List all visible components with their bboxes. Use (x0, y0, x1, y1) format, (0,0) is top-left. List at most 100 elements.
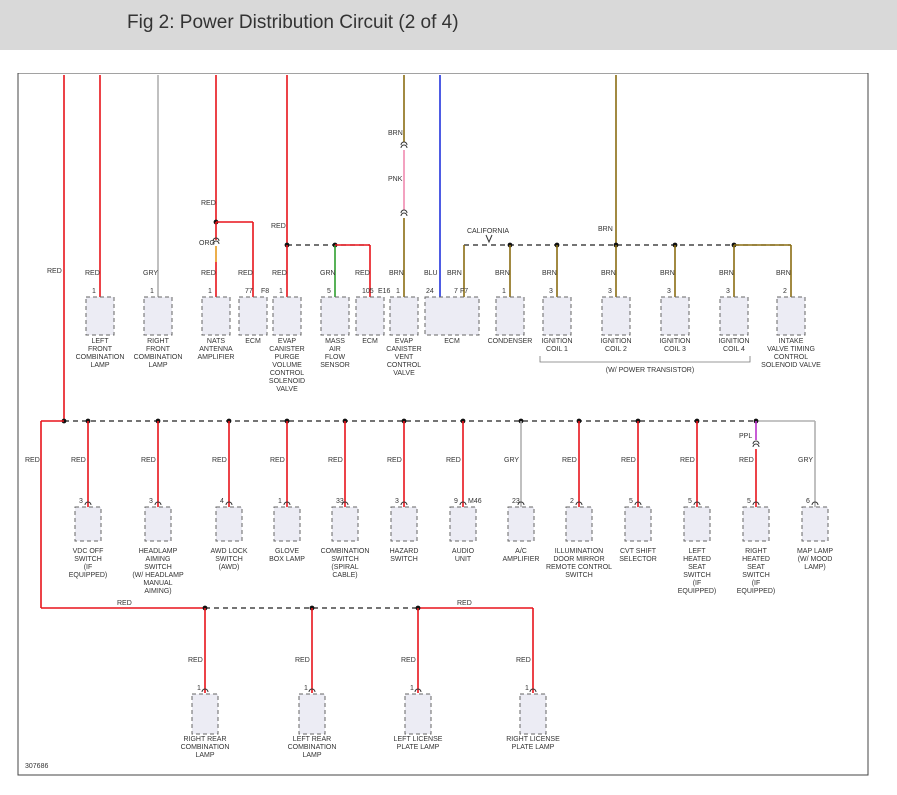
desc-r-plate-0: RIGHT LICENSE (506, 736, 560, 743)
desc-illum-2: REMOTE CONTROL (546, 564, 612, 571)
component-box-headlamp-aim (144, 506, 172, 542)
desc-lh-seat-0: LEFT (688, 548, 706, 555)
component-box-rr-comb (191, 693, 219, 735)
desc-maf-1: AIR (329, 346, 341, 353)
wire-label-vdc: RED (71, 457, 86, 464)
desc-rh-seat-4: (IF (752, 580, 761, 587)
desc-rf-comb-3: LAMP (148, 362, 167, 369)
desc-rr-comb-2: LAMP (195, 752, 214, 759)
pin-label-coil4: 3 (726, 288, 730, 295)
wire-label-lh-seat: RED (680, 457, 695, 464)
desc-coil3-1: COIL 3 (664, 346, 686, 353)
figure-header: Fig 2: Power Distribution Circuit (2 of … (0, 0, 897, 50)
wire-label-illum: RED (562, 457, 577, 464)
desc-vdc-3: EQUIPPED) (69, 572, 108, 579)
pin-label-nats: 1 (208, 288, 212, 295)
desc-ivtc-3: SOLENOID VALVE (761, 362, 821, 369)
component-box-ac-amp (507, 506, 535, 542)
wire-label-evap-vent: BRN (389, 270, 404, 277)
desc-coil3-0: IGNITION (659, 338, 690, 345)
wires-layer (40, 75, 819, 693)
desc-lh-seat-5: EQUIPPED) (678, 588, 717, 595)
diagram-frame (0, 50, 897, 776)
wire-label-map: GRY (798, 457, 813, 464)
wire-label-lf-comb: RED (85, 270, 100, 277)
pin-label-ecm-f7: 24 (426, 288, 434, 295)
component-box-ivtc (776, 296, 806, 336)
pin-label-cvt: 5 (629, 498, 633, 505)
pin-label-rf-comb: 1 (150, 288, 154, 295)
desc-ac-amp-0: A/C (515, 548, 527, 555)
pin-label-ecm-e16: 105 (362, 288, 374, 295)
component-box-ecm-e16 (355, 296, 385, 336)
desc-lh-seat-2: SEAT (688, 564, 706, 571)
component-box-vdc (74, 506, 102, 542)
desc-evap-vent-2: VENT (395, 354, 414, 361)
component-box-l-plate (404, 693, 432, 735)
desc-hazard-1: SWITCH (390, 556, 418, 563)
pin-label-condenser: 1 (502, 288, 506, 295)
wire-label-rf-comb: GRY (143, 270, 158, 277)
terminal-awd (225, 501, 233, 506)
component-box-combo-sw (331, 506, 359, 542)
connector-vent-2 (400, 209, 408, 217)
terminal-l-plate (414, 688, 422, 693)
desc-combo-sw-3: CABLE) (332, 572, 357, 579)
wire-label-ecm-f7: BLU (424, 270, 438, 277)
desc-l-plate-0: LEFT LICENSE (394, 736, 443, 743)
california-label: CALIFORNIA (467, 228, 509, 235)
desc-lf-comb-1: FRONT (88, 346, 113, 353)
frame-top-space (0, 50, 897, 73)
desc-headlamp-aim-3: (W/ HEADLAMP (132, 572, 184, 579)
desc-rf-comb-0: RIGHT (147, 338, 170, 345)
terminal-ac-amp (517, 501, 525, 506)
wire-label-rr-comb: RED (188, 657, 203, 664)
desc-evap-vent-0: EVAP (395, 338, 413, 345)
desc-ecm-e16-0: ECM (362, 338, 378, 345)
pin-label-coil2: 3 (608, 288, 612, 295)
desc-rr-comb-1: COMBINATION (181, 744, 230, 751)
desc-headlamp-aim-2: SWITCH (144, 564, 172, 571)
wire-label-condenser: BRN (495, 270, 510, 277)
pin-label-awd: 4 (220, 498, 224, 505)
desc-rh-seat-1: HEATED (742, 556, 770, 563)
component-box-maf (320, 296, 350, 336)
component-box-cvt (624, 506, 652, 542)
connector-vent-1 (400, 141, 408, 149)
desc-map-0: MAP LAMP (797, 548, 833, 555)
component-box-coil3 (660, 296, 690, 336)
component-box-coil4 (719, 296, 749, 336)
desc-rf-comb-2: COMBINATION (134, 354, 183, 361)
desc-cvt-0: CVT SHIFT (620, 548, 657, 555)
desc-coil4-0: IGNITION (718, 338, 749, 345)
wire-label-ac-amp: GRY (504, 457, 519, 464)
connector-rh-seat (752, 440, 760, 448)
desc-ac-amp-1: AMPLIFIER (503, 556, 540, 563)
component-box-rh-seat (742, 506, 770, 542)
desc-combo-sw-0: COMBINATION (321, 548, 370, 555)
desc-cvt-1: SELECTOR (619, 556, 657, 563)
desc-hazard-0: HAZARD (390, 548, 419, 555)
pin-label-illum: 2 (570, 498, 574, 505)
component-box-glove (273, 506, 301, 542)
wire-label-evap-purge: RED (272, 270, 287, 277)
desc-evap-purge-3: VOLUME (272, 362, 302, 369)
desc-glove-0: GLOVE (275, 548, 299, 555)
pin-label-ivtc: 2 (783, 288, 787, 295)
label-nats-org: ORG (199, 240, 215, 247)
desc-nats-2: AMPLIFIER (198, 354, 235, 361)
desc-headlamp-aim-1: AIMING (146, 556, 171, 563)
desc-ecm-f7-0: ECM (444, 338, 460, 345)
wire-label-ecm-f8: RED (238, 270, 253, 277)
label-nats-red-upper: RED (201, 200, 216, 207)
desc-l-plate-1: PLATE LAMP (397, 744, 440, 751)
desc-lh-seat-1: HEATED (683, 556, 711, 563)
desc-lr-comb-2: LAMP (302, 752, 321, 759)
desc-lh-seat-4: (IF (693, 580, 702, 587)
desc-evap-purge-2: PURGE (275, 354, 300, 361)
desc-lf-comb-2: COMBINATION (76, 354, 125, 361)
label-vent-pnk: PNK (388, 176, 403, 183)
desc-evap-vent-3: CONTROL (387, 362, 421, 369)
pin-label-coil3: 3 (667, 288, 671, 295)
desc-coil1-1: COIL 1 (546, 346, 568, 353)
